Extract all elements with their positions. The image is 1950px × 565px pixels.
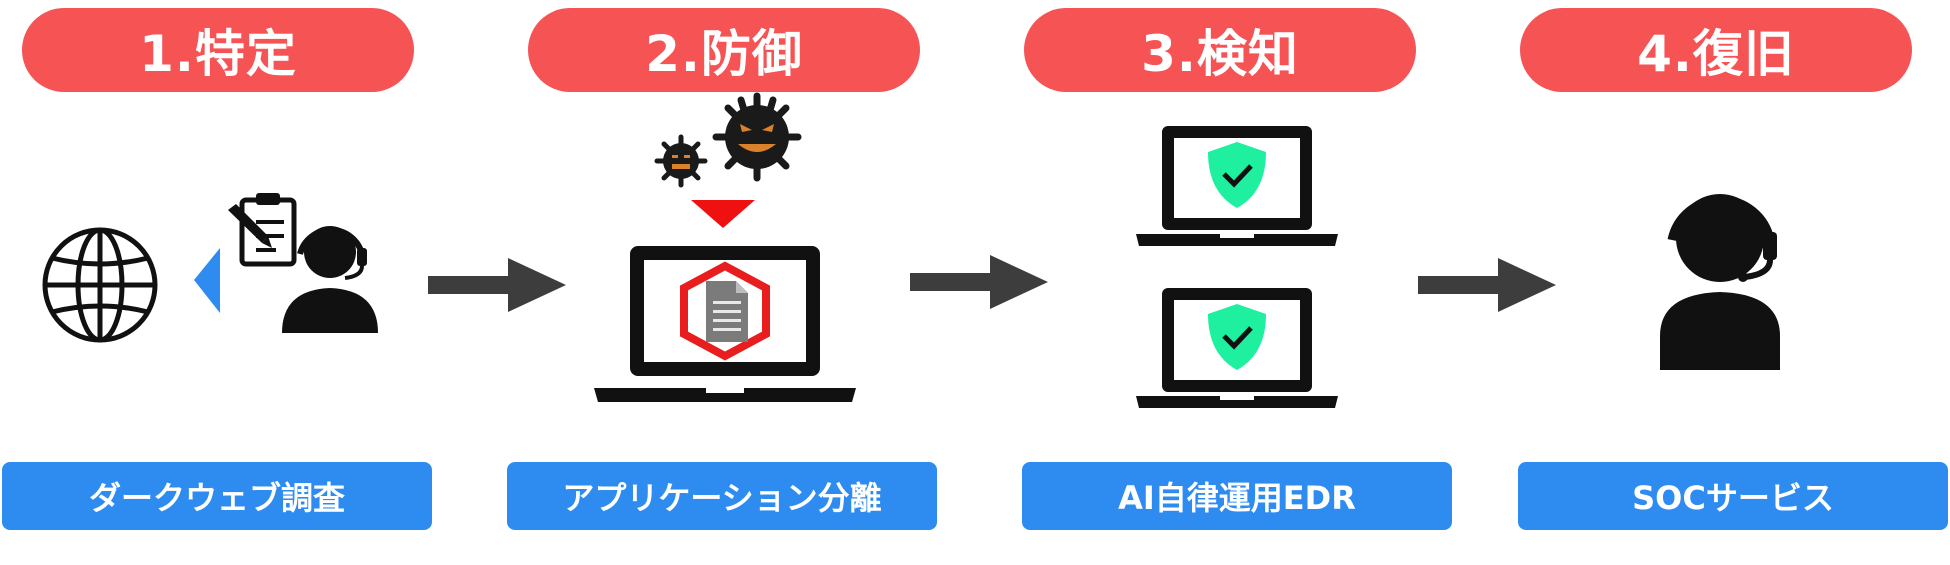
blue-triangle-icon [194,248,220,313]
step-2-title: 2.防御 [528,8,920,92]
virus-icon-small [654,134,708,188]
red-triangle-icon [691,200,755,228]
step-2-label-text: アプリケーション分離 [562,479,882,517]
step-1-label: ダークウェブ調査 [2,462,432,530]
flow-arrow-3 [1418,258,1556,312]
step-4-title: 4.復旧 [1520,8,1912,92]
step-1-label-text: ダークウェブ調査 [88,479,345,517]
operator-headset-icon [1660,194,1780,370]
step-3-label: AI自律運用EDR [1022,462,1452,530]
step-4-label: SOCサービス [1518,462,1948,530]
laptop-shield-icon [1136,126,1338,246]
step-4-title-text: 4.復旧 [1637,25,1795,83]
step-3-title: 3.検知 [1024,8,1416,92]
step-3-label-text: AI自律運用EDR [1118,479,1356,517]
step-4-label-text: SOCサービス [1632,479,1834,517]
flow-arrow-2 [910,255,1048,309]
clipboard-icon [228,193,297,267]
laptop-isolation-icon [594,246,856,402]
globe-icon [42,227,158,343]
flow-arrow-1 [428,258,566,312]
virus-icon-large [712,92,802,182]
operator-small-icon [282,226,378,333]
step-2-title-text: 2.防御 [645,25,803,83]
step-2-label: アプリケーション分離 [507,462,937,530]
step-3-title-text: 3.検知 [1141,25,1299,83]
laptop-shield-icon-2 [1136,288,1338,408]
step-1-title: 1.特定 [22,8,414,92]
document-icon [706,281,748,342]
step-1-title-text: 1.特定 [139,25,297,83]
